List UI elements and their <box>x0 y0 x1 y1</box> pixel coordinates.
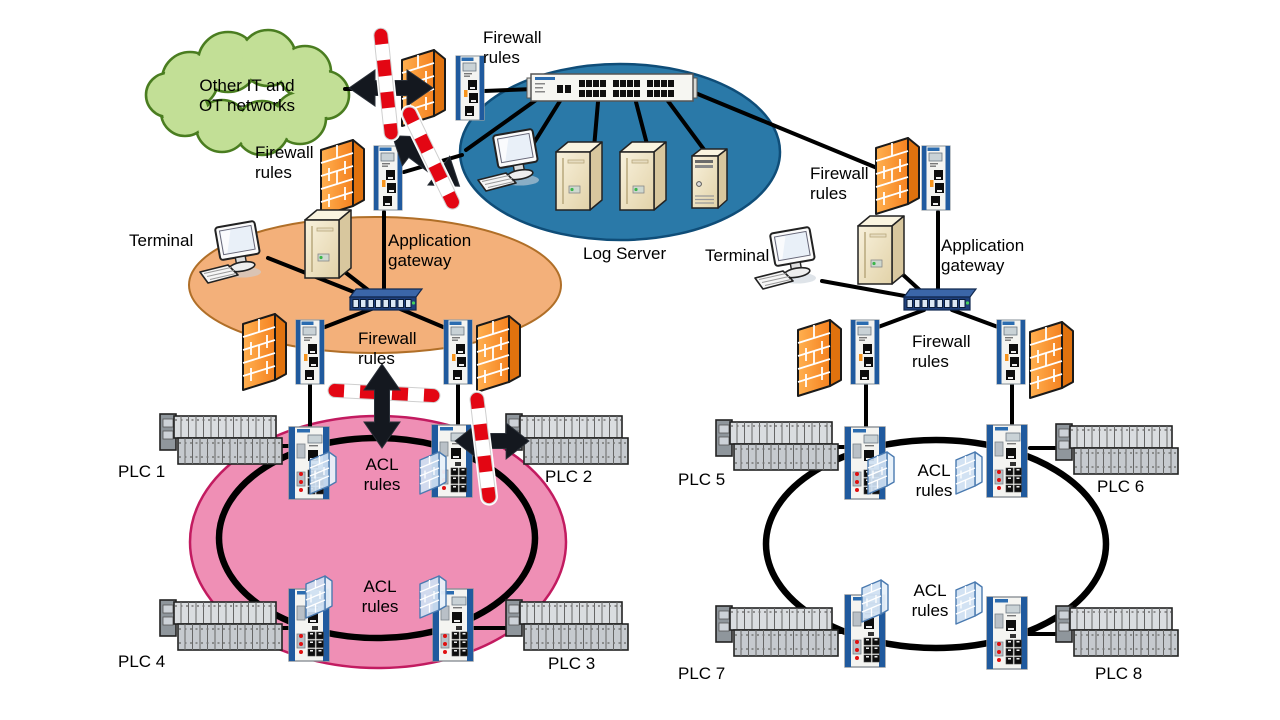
log-server-label: Log Server <box>583 244 667 263</box>
firewall-appliance-icon <box>373 145 403 211</box>
firewall-rules-label: Firewall rules <box>358 329 417 369</box>
plc-label: PLC 1 <box>118 462 166 481</box>
it-ot-cloud <box>144 28 351 157</box>
terminal-label: Terminal <box>705 246 770 265</box>
firewall-appliance-icon <box>996 319 1026 385</box>
dmz-switch-icon <box>349 288 423 311</box>
acl-rules-label: ACL rules <box>911 581 949 621</box>
log-server-icon <box>619 141 667 211</box>
firewall-appliance-icon <box>850 319 880 385</box>
acl-rules-label: ACL rules <box>915 461 953 501</box>
firewall-rules-label: Firewall rules <box>810 164 869 204</box>
plc-label: PLC 3 <box>548 654 596 673</box>
firewall-appliance-icon <box>295 319 325 385</box>
plc-rack-icon <box>159 413 283 465</box>
plc-label: PLC 5 <box>678 470 726 489</box>
application-gateway-label: Application gateway <box>941 236 1025 276</box>
acl-wall-icon <box>955 451 983 495</box>
plc-rack-icon <box>715 605 839 657</box>
log-server-icon <box>555 141 603 211</box>
plc-label: PLC 4 <box>118 652 166 671</box>
plc-label: PLC 8 <box>1095 664 1143 683</box>
firewall-brick-icon <box>242 313 287 391</box>
right-ring-network <box>762 436 1110 652</box>
application-gateway-label: Application gateway <box>388 231 472 271</box>
plc-rack-icon <box>505 599 629 651</box>
acl-rules-label: ACL rules <box>363 455 401 495</box>
application-gateway-icon <box>857 215 905 285</box>
plc-rack-icon <box>1055 605 1179 657</box>
acl-rules-label: ACL rules <box>361 577 399 617</box>
dmz-switch-icon <box>903 288 977 311</box>
firewall-rules-label: Firewall rules <box>255 143 314 183</box>
plc-label: PLC 6 <box>1097 477 1145 496</box>
application-gateway-icon <box>304 209 352 279</box>
plc-label: PLC 2 <box>545 467 593 486</box>
firewall-brick-icon <box>476 315 521 393</box>
plc-label: PLC 7 <box>678 664 726 683</box>
firewall-appliance-icon <box>921 145 951 211</box>
cloud-label: Other IT and OT networks <box>198 76 296 116</box>
ring-switch-icon <box>986 596 1028 670</box>
firewall-appliance-icon <box>443 319 473 385</box>
acl-wall-icon <box>955 581 983 625</box>
firewall-brick-icon <box>1029 321 1074 399</box>
ring-switch-icon <box>986 424 1028 498</box>
firewall-brick-icon <box>875 137 920 215</box>
log-tower-pc-icon <box>691 148 728 209</box>
firewall-appliance-icon <box>455 55 485 121</box>
terminal-label: Terminal <box>129 231 194 250</box>
firewall-rules-label: Firewall rules <box>483 28 542 68</box>
plc-rack-icon <box>159 599 283 651</box>
plc-rack-icon <box>715 419 839 471</box>
acl-wall-icon <box>867 451 895 495</box>
firewall-brick-icon <box>320 139 365 217</box>
core-switch-icon <box>526 73 698 102</box>
terminal-icon <box>199 219 264 284</box>
plc-rack-icon <box>1055 423 1179 475</box>
firewall-brick-icon <box>797 319 842 397</box>
firewall-rules-label: Firewall rules <box>912 332 971 372</box>
